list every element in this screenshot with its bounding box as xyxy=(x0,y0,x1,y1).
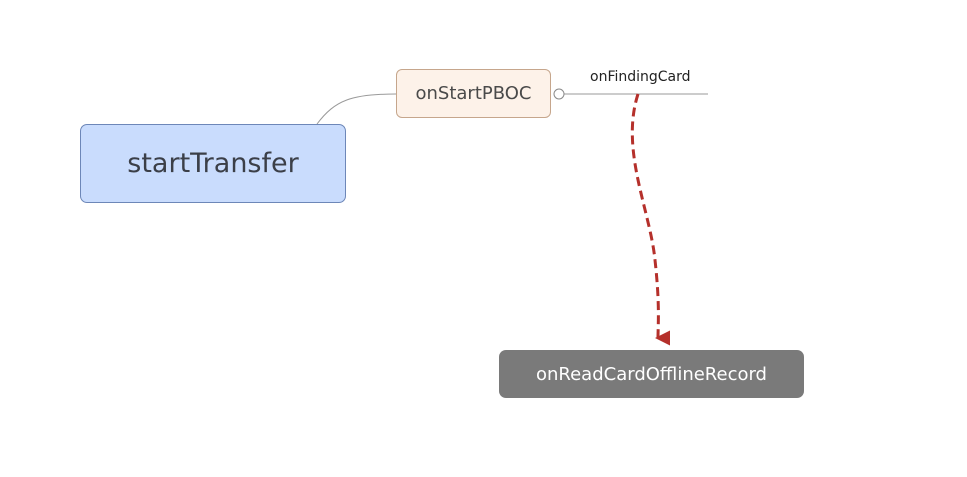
subtopic-node[interactable]: onFindingCard xyxy=(590,69,691,85)
floating-topic-node[interactable]: onReadCardOfflineRecord xyxy=(499,350,804,398)
root-topic-connector xyxy=(316,93,397,125)
collapse-toggle-icon[interactable] xyxy=(553,88,565,100)
relationship-arrow[interactable] xyxy=(630,93,671,346)
root-topic-label: startTransfer xyxy=(127,148,299,179)
main-topic-node[interactable]: onStartPBOC xyxy=(396,69,551,118)
main-topic-label: onStartPBOC xyxy=(415,83,532,104)
floating-topic-label: onReadCardOfflineRecord xyxy=(535,363,767,385)
root-topic-node[interactable]: startTransfer xyxy=(80,124,346,203)
subtopic-label: onFindingCard xyxy=(590,69,691,85)
